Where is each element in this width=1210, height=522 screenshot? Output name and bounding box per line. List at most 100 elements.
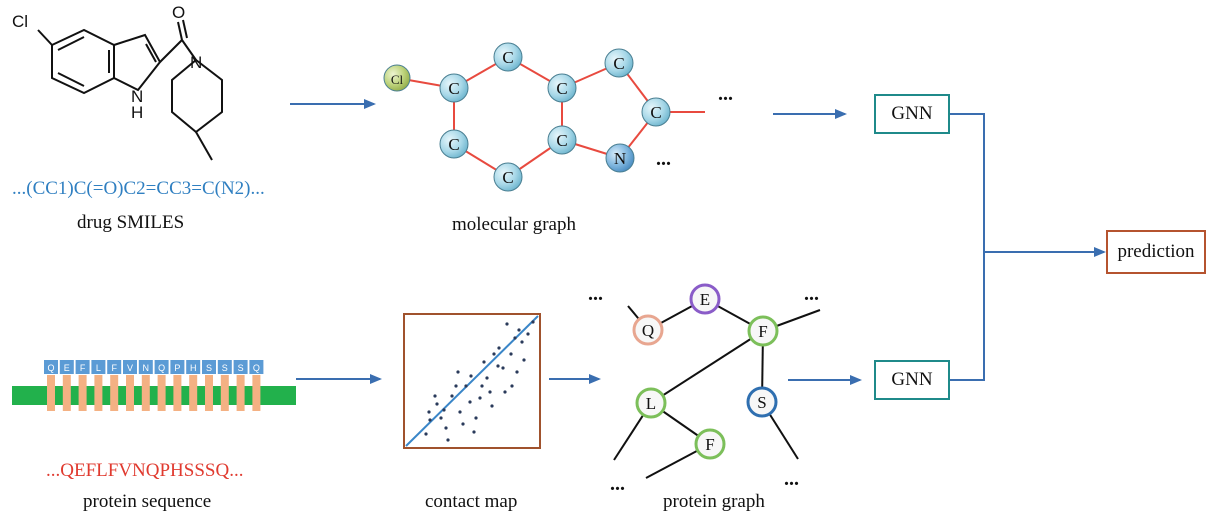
- svg-text:L: L: [646, 394, 656, 413]
- contact-point: [520, 340, 524, 344]
- residue-box: V: [123, 360, 137, 374]
- protein-node-l-3: L: [635, 387, 667, 419]
- svg-text:F: F: [705, 435, 714, 454]
- protein-sequence-string: ...QEFLFVNQPHSSSQ...: [46, 460, 244, 481]
- contact-map-points: [424, 320, 535, 442]
- contact-point: [435, 402, 439, 406]
- atom-nh: N: [131, 87, 143, 106]
- residue-box: L: [91, 360, 106, 374]
- contact-point: [424, 432, 428, 436]
- protein-node-f-5: F: [694, 428, 726, 460]
- drug-atom-labels: Cl O N H N: [12, 3, 202, 122]
- residue-box: S: [217, 360, 232, 374]
- mol-node-0: Cl: [383, 64, 411, 92]
- mol-node-label: C: [556, 79, 567, 98]
- contact-point: [492, 352, 496, 356]
- contact-point: [505, 322, 509, 326]
- svg-text:P: P: [174, 363, 180, 373]
- residue-box: S: [233, 360, 248, 374]
- prot-ellipsis-4: ...: [784, 468, 799, 490]
- residue-box: Q: [154, 360, 169, 374]
- drug-smiles-string: ...(CC1)C(=O)C2=CC3=C(N2)...: [12, 178, 265, 199]
- contact-point: [433, 394, 437, 398]
- residue-peg: [141, 375, 150, 411]
- drug-smiles-label: drug SMILES: [77, 212, 185, 233]
- mol-node-label: C: [502, 168, 513, 187]
- connector-gnn-top: [950, 113, 985, 252]
- mol-node-label: Cl: [391, 72, 404, 87]
- residue-peg: [62, 375, 71, 411]
- svg-text:Q: Q: [642, 321, 654, 340]
- contact-point: [472, 430, 476, 434]
- contact-point: [501, 366, 505, 370]
- svg-text:N: N: [143, 363, 150, 373]
- residue-peg: [78, 375, 87, 411]
- protein-sequence-label: protein sequence: [83, 491, 212, 512]
- prot-ellipsis-3: ...: [610, 473, 625, 495]
- prediction-box: prediction: [1106, 230, 1206, 274]
- residue-box: P: [170, 360, 185, 374]
- residue-box: S: [202, 360, 216, 374]
- contact-point: [442, 408, 446, 412]
- contact-point: [485, 376, 489, 380]
- contact-point: [497, 346, 501, 350]
- contact-point: [427, 410, 431, 414]
- svg-text:L: L: [96, 363, 101, 373]
- residue-box: N: [138, 360, 153, 374]
- svg-text:V: V: [127, 363, 133, 373]
- contact-point: [513, 336, 517, 340]
- svg-text:S: S: [238, 363, 244, 373]
- gnn-box-protein: GNN: [874, 360, 950, 400]
- svg-text:E: E: [64, 363, 70, 373]
- protein-node-f-2: F: [747, 315, 779, 347]
- residue-peg: [189, 375, 198, 411]
- mol-node-label: N: [614, 149, 626, 168]
- residue-peg: [47, 375, 55, 411]
- residue-box: F: [75, 360, 90, 374]
- contact-point: [522, 358, 526, 362]
- protein-node-s-4: S: [746, 386, 778, 418]
- mol-ellipsis-1: ...: [718, 83, 733, 105]
- mol-node-2: C: [493, 42, 523, 72]
- residue-peg: [252, 375, 261, 411]
- connector-gnn-bottom: [950, 252, 985, 381]
- contact-point: [488, 390, 492, 394]
- contact-point: [468, 400, 472, 404]
- mol-node-8: C: [641, 97, 671, 127]
- residue-box: Q: [249, 360, 264, 374]
- contact-point: [490, 404, 494, 408]
- contact-point: [526, 332, 530, 336]
- svg-text:S: S: [206, 363, 212, 373]
- contact-point: [469, 374, 473, 378]
- svg-text:H: H: [190, 363, 197, 373]
- residue-peg: [94, 375, 103, 411]
- contact-map-label: contact map: [425, 491, 518, 512]
- prot-ellipsis-1: ...: [588, 283, 603, 305]
- residue-peg: [236, 375, 245, 411]
- mol-node-label: C: [448, 79, 459, 98]
- contact-point: [496, 364, 500, 368]
- contact-point: [458, 410, 462, 414]
- svg-text:S: S: [757, 393, 766, 412]
- contact-point: [531, 320, 535, 324]
- mol-node-label: C: [448, 135, 459, 154]
- prot-ellipsis-2: ...: [804, 283, 819, 305]
- residue-peg: [173, 375, 182, 411]
- atom-o: O: [172, 3, 185, 22]
- residue-peg: [220, 375, 229, 411]
- contact-map: [403, 313, 541, 449]
- mol-ellipsis-2: ...: [656, 148, 671, 170]
- residue-box: E: [59, 360, 74, 374]
- mol-node-3: C: [547, 73, 577, 103]
- residue-box: Q: [44, 360, 58, 374]
- contact-point: [515, 370, 519, 374]
- contact-point: [456, 370, 460, 374]
- mol-node-7: C: [604, 48, 634, 78]
- contact-point: [517, 328, 521, 332]
- svg-text:F: F: [758, 322, 767, 341]
- residue-pegs: [47, 375, 261, 411]
- mol-node-4: C: [547, 125, 577, 155]
